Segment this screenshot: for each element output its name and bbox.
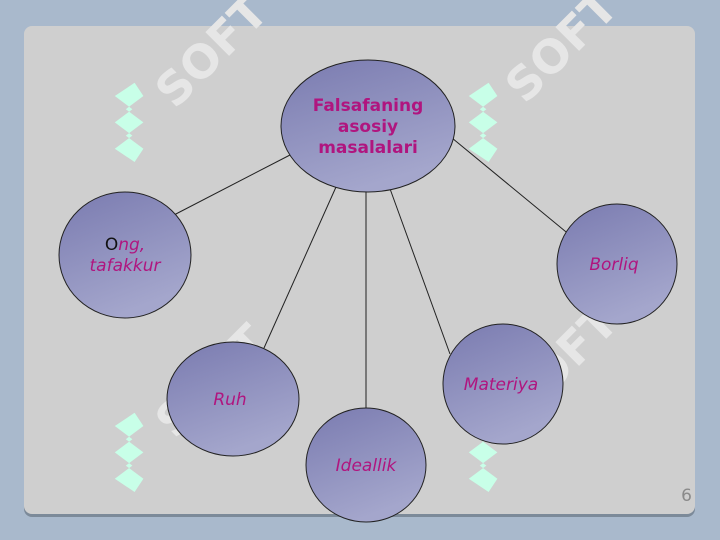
center-node	[280, 59, 456, 193]
ong-line2: tafakkur	[89, 256, 161, 276]
connector-materiya	[388, 185, 451, 355]
connector-borliq	[451, 137, 572, 237]
node-borliq	[556, 203, 678, 325]
node-ong-label: Ong, tafakkur	[65, 235, 185, 277]
node-ruh	[166, 341, 300, 457]
node-ideallik	[305, 407, 427, 523]
page-number: 6	[681, 486, 692, 506]
node-ong	[58, 191, 192, 319]
center-label: Falsafaning asosiy masalalari	[290, 96, 446, 159]
ong-line1: ng,	[118, 235, 146, 255]
connector-ruh	[263, 186, 337, 349]
center-label-line: asosiy	[337, 117, 399, 137]
center-label-line: masalalari	[318, 138, 418, 158]
node-materiya-label: Materiya	[463, 375, 539, 395]
connector-ong	[171, 154, 291, 217]
node-ideallik-label: Ideallik	[335, 456, 397, 476]
ong-first-letter: O	[104, 235, 119, 255]
node-borliq-label: Borliq	[589, 255, 639, 275]
center-label-line: Falsafaning	[312, 96, 424, 116]
node-ruh-label: Ruh	[213, 390, 247, 410]
node-materiya	[442, 323, 564, 445]
connectors	[171, 137, 572, 409]
